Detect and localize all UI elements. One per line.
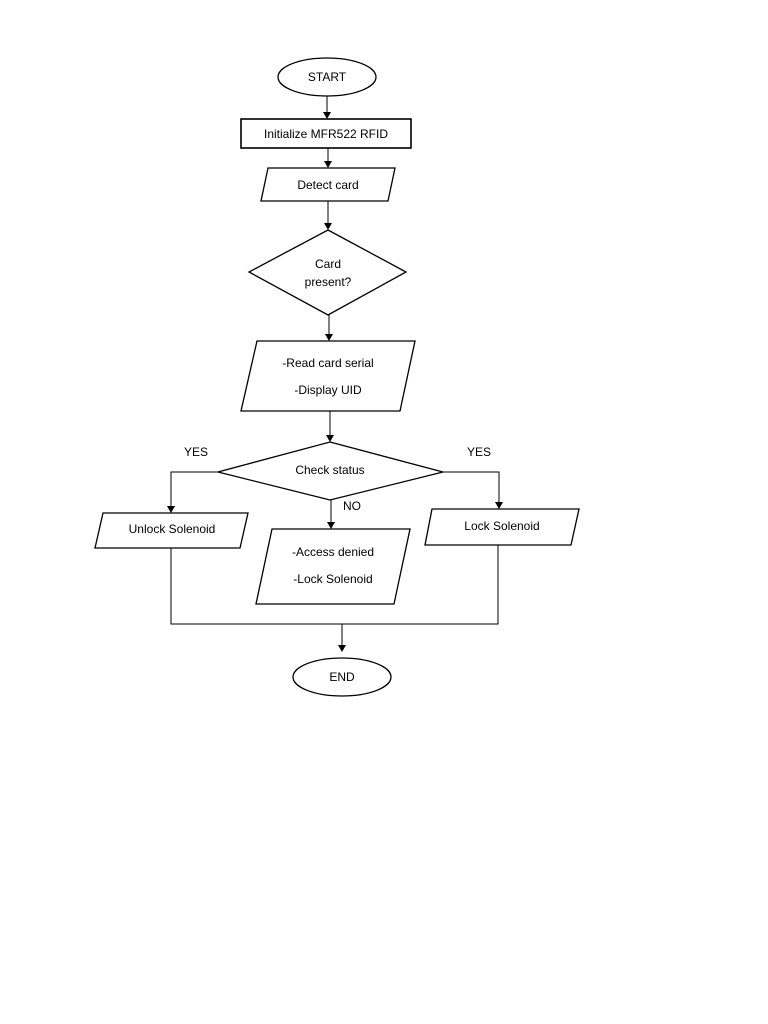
edge-unlock-end bbox=[170, 548, 342, 625]
node-label: END bbox=[329, 670, 355, 684]
edge-label-yes-right: YES bbox=[467, 445, 491, 459]
node-label: Initialize MFR522 RFID bbox=[264, 127, 388, 141]
node-label: present? bbox=[305, 275, 352, 289]
node-read: -Read card serial -Display UID bbox=[240, 340, 416, 412]
io-shape bbox=[260, 167, 396, 202]
io-shape bbox=[240, 340, 416, 412]
decision-shape bbox=[215, 441, 444, 501]
edge-label-yes-left: YES bbox=[184, 445, 208, 459]
node-lock: Lock Solenoid bbox=[424, 508, 580, 546]
node-denied: -Access denied -Lock Solenoid bbox=[255, 528, 411, 605]
node-label: START bbox=[308, 70, 347, 84]
arrow-head bbox=[325, 334, 333, 341]
edge-check-unlock bbox=[170, 471, 218, 506]
arrow-head bbox=[495, 502, 503, 509]
io-shape bbox=[424, 508, 580, 546]
node-check: Check status bbox=[215, 441, 444, 501]
edge-label-no: NO bbox=[343, 499, 361, 513]
io-shape bbox=[255, 528, 411, 605]
node-detect: Detect card bbox=[260, 167, 396, 202]
arrow-head bbox=[167, 506, 175, 513]
node-init: Initialize MFR522 RFID bbox=[240, 118, 412, 149]
node-label: Unlock Solenoid bbox=[129, 522, 216, 536]
edge-check-lock bbox=[443, 471, 500, 502]
process-shape bbox=[240, 118, 412, 149]
decision-shape bbox=[247, 229, 408, 316]
node-label: -Lock Solenoid bbox=[293, 572, 372, 586]
terminator-shape bbox=[292, 657, 392, 697]
arrow-head bbox=[323, 112, 331, 119]
node-label: -Access denied bbox=[292, 545, 374, 559]
node-label: Check status bbox=[295, 463, 364, 477]
node-label: -Read card serial bbox=[282, 356, 373, 370]
node-present: Card present? bbox=[247, 229, 408, 316]
arrow-head bbox=[327, 522, 335, 529]
node-start: START bbox=[277, 57, 377, 97]
arrow-head bbox=[326, 435, 334, 442]
arrow-head bbox=[324, 161, 332, 168]
arrow-head bbox=[338, 645, 346, 652]
connectors bbox=[167, 96, 503, 652]
arrow-head bbox=[324, 223, 332, 230]
node-label: Lock Solenoid bbox=[464, 519, 539, 533]
node-end: END bbox=[292, 657, 392, 697]
io-shape bbox=[94, 512, 249, 549]
edge-lock-end bbox=[342, 545, 499, 625]
node-unlock: Unlock Solenoid bbox=[94, 512, 249, 549]
node-label: Card bbox=[315, 257, 341, 271]
terminator-shape bbox=[277, 57, 377, 97]
node-label: Detect card bbox=[297, 178, 358, 192]
node-label: -Display UID bbox=[294, 383, 362, 397]
